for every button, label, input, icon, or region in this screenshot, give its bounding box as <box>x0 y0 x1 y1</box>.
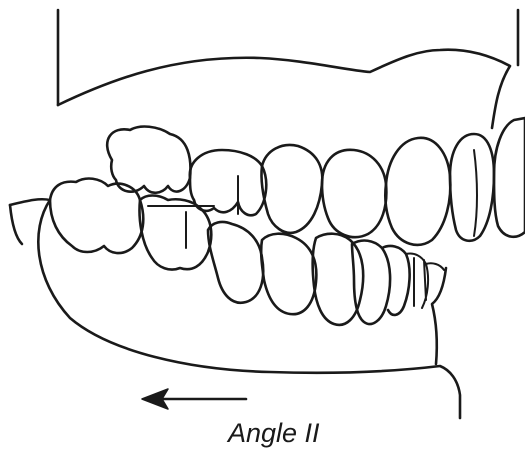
lower-canine <box>313 234 364 325</box>
upper-canine <box>385 138 450 245</box>
upper-gum-contour <box>58 50 510 128</box>
upper-incisor-lateral <box>450 134 494 241</box>
lower-premolar-1 <box>208 222 263 303</box>
lower-jaw <box>10 199 460 418</box>
upper-incisor-edge <box>474 150 477 236</box>
lower-gum-front <box>432 268 446 364</box>
lower-jaw-contour <box>10 199 460 418</box>
figure-caption: Angle II <box>228 418 320 449</box>
upper-premolar-1 <box>261 145 322 233</box>
lower-incisor-4 <box>426 263 444 270</box>
upper-teeth <box>107 118 525 245</box>
upper-jaw <box>58 10 518 128</box>
left-arrow-icon <box>142 389 246 409</box>
upper-premolar-2 <box>322 150 386 237</box>
lower-premolar-2 <box>261 234 316 314</box>
upper-incisor-central <box>494 118 525 237</box>
lower-incisor-1 <box>352 241 390 325</box>
lower-jaw-left-edge <box>10 205 22 244</box>
lower-molar-1 <box>50 179 143 254</box>
